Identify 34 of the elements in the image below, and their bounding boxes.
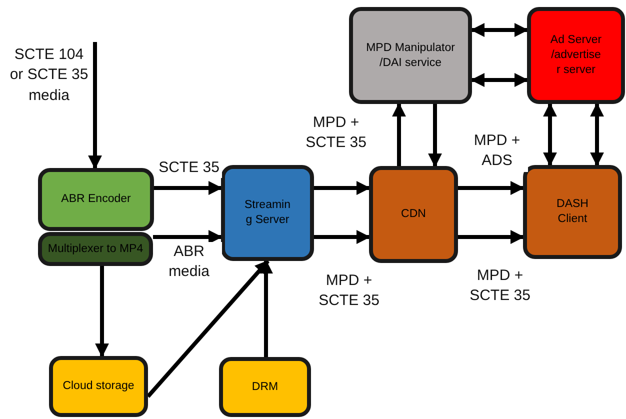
arrow [458, 181, 524, 195]
arrow [95, 266, 109, 358]
arrow [470, 23, 528, 37]
box-label: Ad Server /advertise r server [549, 33, 603, 78]
arrow [146, 260, 270, 398]
box-label: Multiplexer to MP4 [46, 242, 144, 256]
box-label: DASH Client [556, 197, 590, 227]
arrow [259, 260, 273, 357]
arrow [314, 181, 370, 195]
box-label: ABR Encoder [60, 192, 132, 207]
box-label: DRM [250, 380, 280, 394]
process-box [523, 165, 622, 259]
process-box [38, 232, 153, 266]
arrow [88, 42, 102, 170]
arrow [590, 102, 604, 166]
process-box [369, 166, 458, 263]
box-label: MPD Manipulator /DAI service [365, 40, 456, 70]
process-box [38, 168, 154, 231]
arrow [153, 230, 222, 244]
arrow [458, 230, 524, 244]
arrow [314, 230, 370, 244]
arrow [154, 181, 222, 195]
process-box [219, 357, 311, 417]
process-box [49, 356, 148, 417]
box-label: Streamin g Server [243, 198, 292, 228]
process-box [527, 7, 625, 104]
box-label: CDN [400, 207, 427, 222]
arrow [470, 73, 528, 87]
process-box [349, 7, 472, 104]
arrow [428, 104, 442, 168]
process-box [221, 165, 314, 261]
arrow [543, 102, 557, 166]
box-label: Cloud storage [62, 379, 136, 394]
arrow [392, 102, 406, 166]
